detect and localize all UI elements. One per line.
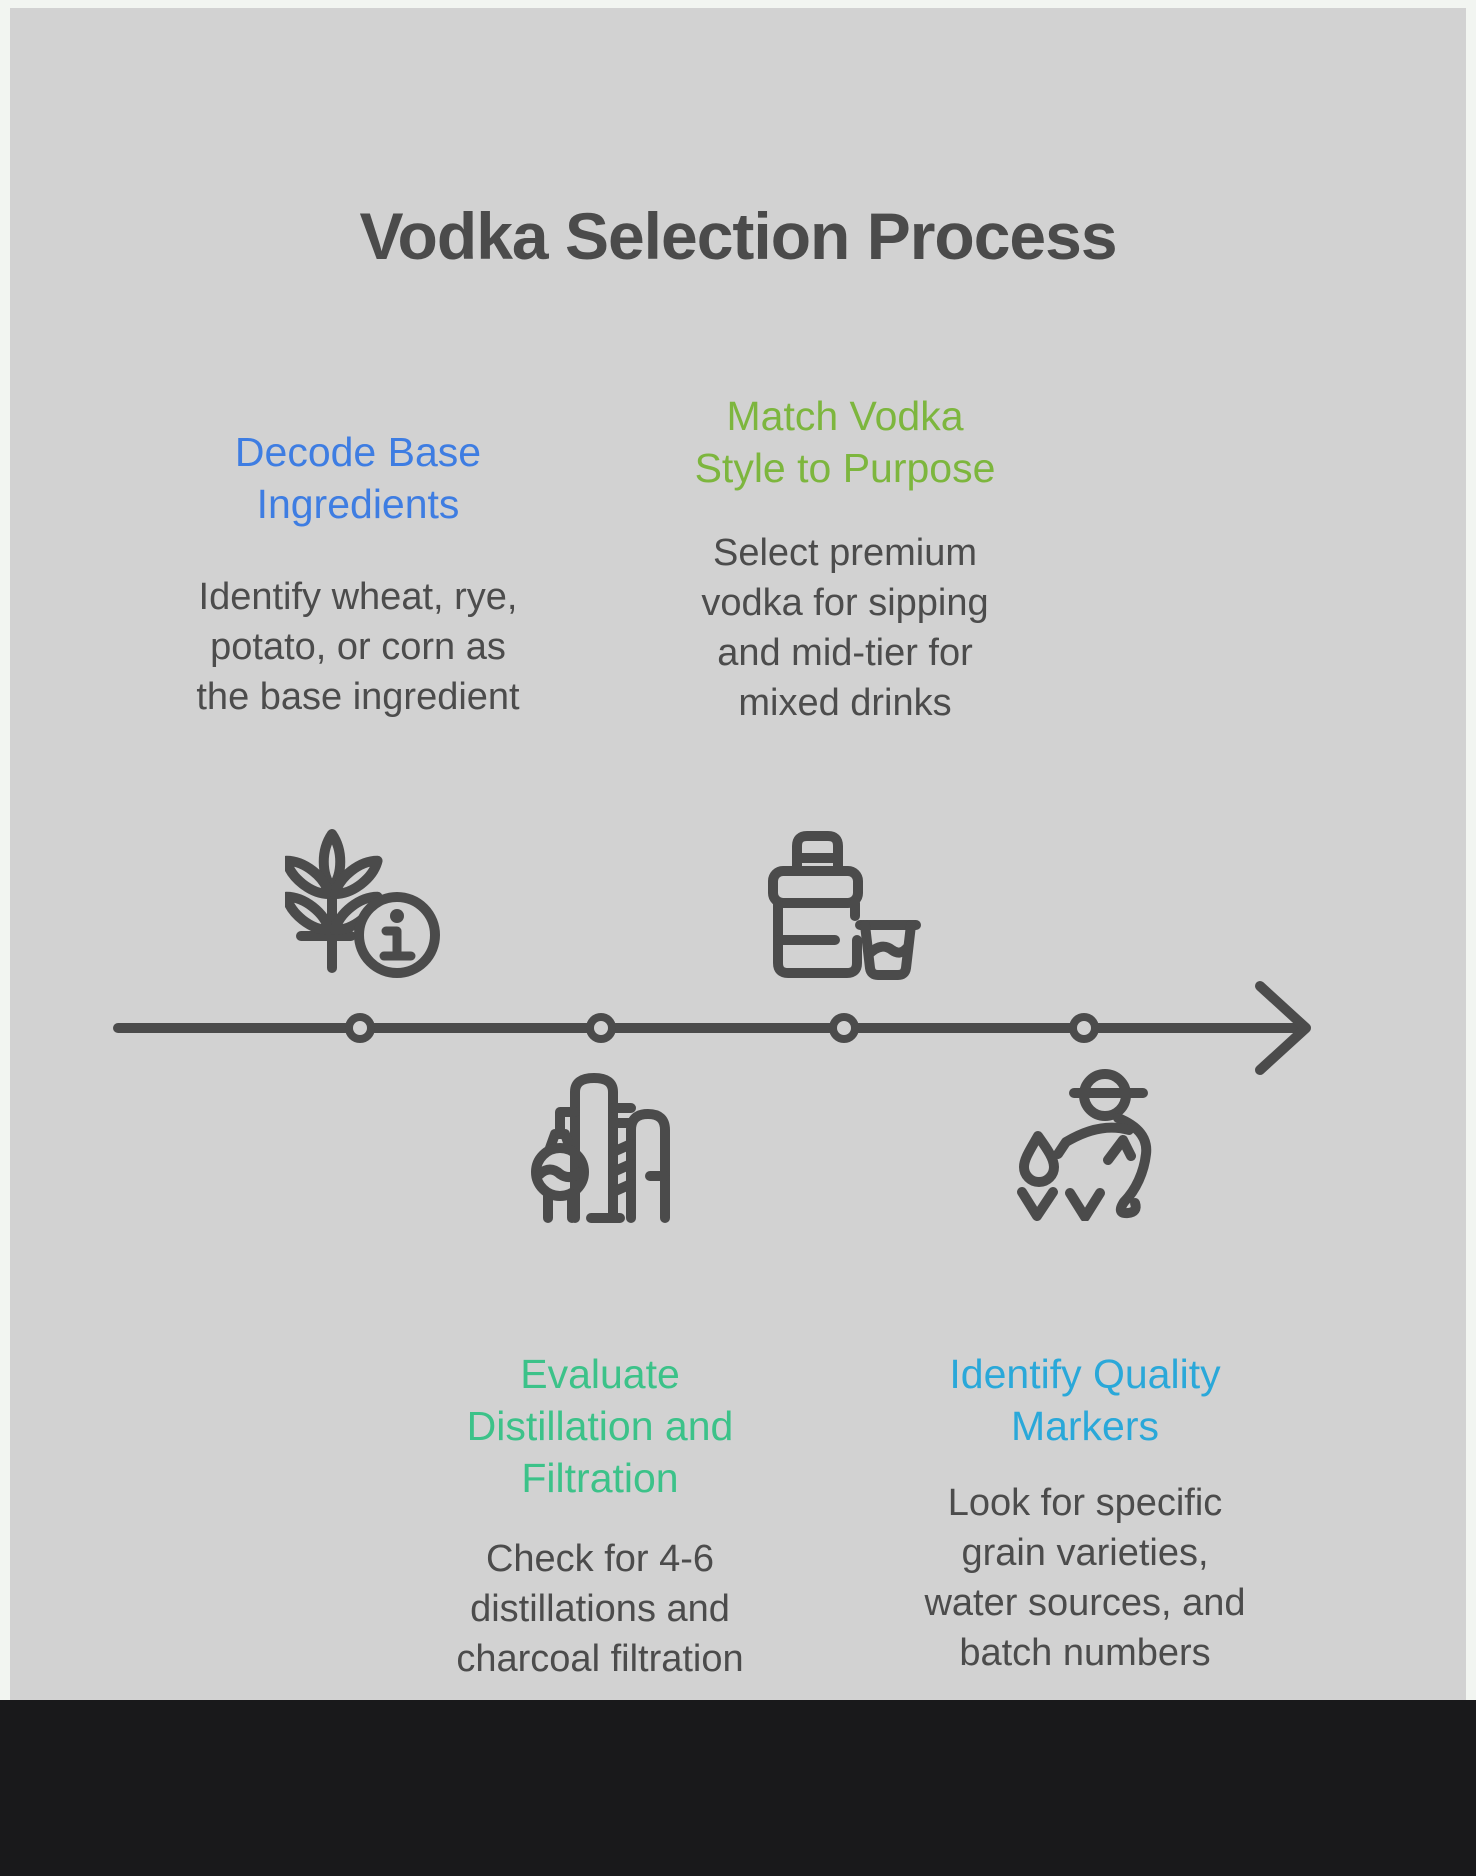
footer-bar <box>0 1700 1476 1876</box>
step-2-desc-line: and mid-tier for <box>717 632 973 674</box>
step-3-title: Evaluate Distillation and Filtration <box>420 1348 780 1504</box>
step-1-title-line: Decode Base <box>234 429 482 475</box>
step-3-description: Check for 4-6 distillations and charcoal… <box>410 1534 790 1684</box>
step-3-desc-line: charcoal filtration <box>456 1638 744 1680</box>
step-4-title-line: Markers <box>1010 1403 1160 1449</box>
step-4-desc-line: batch numbers <box>959 1632 1211 1674</box>
step-2-title-line: Match Vodka <box>726 393 964 439</box>
step-4-desc-line: grain varieties, <box>961 1532 1209 1574</box>
step-4-description: Look for specific grain varieties, water… <box>895 1478 1275 1678</box>
step-4-desc-line: water sources, and <box>924 1582 1246 1624</box>
page-title: Vodka Selection Process <box>359 199 1117 273</box>
step-1-title: Decode Base Ingredients <box>178 426 538 530</box>
timeline-node <box>829 1013 859 1043</box>
vodka-bottle-glass-icon <box>768 831 921 980</box>
step-1-description: Identify wheat, rye, potato, or corn as … <box>168 572 548 722</box>
timeline-node <box>345 1013 375 1043</box>
step-3-title-line: Filtration <box>521 1455 679 1501</box>
step-2-desc-line: mixed drinks <box>738 682 952 724</box>
step-2-desc-line: Select premium <box>713 532 977 574</box>
step-1-title-line: Ingredients <box>256 481 460 527</box>
step-3-title-line: Evaluate <box>520 1351 680 1397</box>
step-3-title-line: Distillation and <box>466 1403 734 1449</box>
step-4-desc-line: Look for specific <box>947 1482 1223 1524</box>
wheat-info-icon <box>285 829 440 978</box>
step-1-desc-line: Identify wheat, rye, <box>198 576 518 618</box>
step-3-desc-line: Check for 4-6 <box>485 1538 715 1580</box>
step-1-desc-line: potato, or corn as <box>210 626 506 668</box>
step-2-title: Match Vodka Style to Purpose <box>665 390 1025 494</box>
step-3-desc-line: distillations and <box>470 1588 730 1630</box>
step-4-title: Identify Quality Markers <box>905 1348 1265 1452</box>
distillation-column-icon <box>531 1073 670 1223</box>
timeline-arrow <box>113 981 1311 1075</box>
step-4-title-line: Identify Quality <box>949 1351 1221 1397</box>
step-2-title-line: Style to Purpose <box>694 445 996 491</box>
timeline-node <box>586 1013 616 1043</box>
infographic-canvas <box>10 8 1466 1700</box>
step-2-desc-line: vodka for sipping <box>701 582 989 624</box>
step-2-description: Select premium vodka for sipping and mid… <box>665 528 1025 728</box>
step-1-desc-line: the base ingredient <box>196 676 520 718</box>
timeline-node <box>1069 1013 1099 1043</box>
quality-inspector-icon <box>1017 1069 1152 1221</box>
